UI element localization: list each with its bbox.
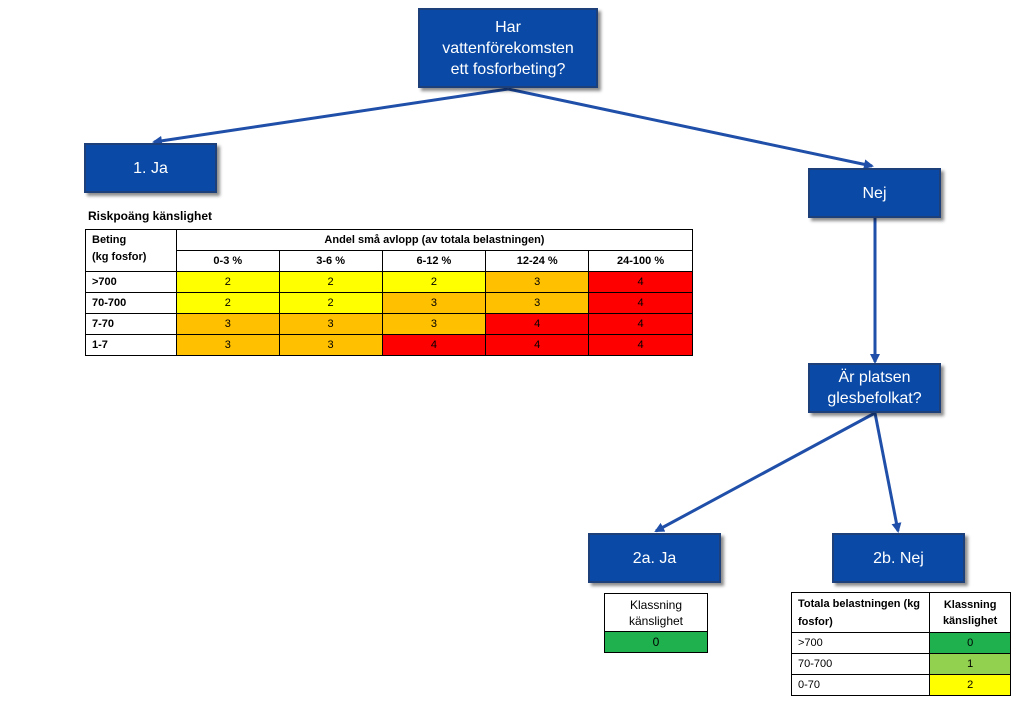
risk-row-label: 7-70 (85, 313, 177, 335)
risk-cell: 3 (175, 313, 280, 335)
risk-row-header: Beting (kg fosfor) (85, 229, 177, 272)
arrow-q2-to-no (873, 412, 902, 533)
risk-row: 7-70 3 3 3 4 4 (85, 313, 693, 335)
risk-cell: 2 (175, 271, 280, 293)
risk-row-header-line2: (kg fosfor) (92, 251, 147, 263)
risk-score-table: Beting (kg fosfor) Andel små avlopp (av … (85, 229, 694, 356)
classification-2b-value: 2 (929, 674, 1011, 696)
answer-yes-1-box: 1. Ja (84, 143, 217, 193)
classification-2b-label: 0-70 (790, 674, 931, 696)
risk-cell: 3 (175, 334, 280, 356)
risk-row: 70-700 2 2 3 3 4 (85, 292, 693, 314)
answer-2b-box: 2b. Nej (832, 533, 965, 583)
question-glesbefolkat-text: Är platsen glesbefolkat? (827, 369, 922, 407)
risk-cell: 3 (278, 334, 383, 356)
classification-2b-header-class: Klassning känslighet (929, 592, 1011, 633)
risk-row: 1-7 3 3 4 4 4 (85, 334, 693, 356)
classification-2b-header-load: Totala belastningen (kg fosfor) (790, 592, 931, 633)
classification-2b-value: 1 (929, 653, 1011, 675)
risk-row-label: 1-7 (85, 334, 177, 356)
classification-2b-row: >700 0 (790, 632, 1011, 654)
risk-col-header: 24-100 % (588, 250, 693, 272)
risk-cell: 4 (588, 334, 693, 356)
answer-2a-box: 2a. Ja (588, 533, 721, 583)
answer-no-1-box: Nej (808, 168, 941, 218)
classification-2b-row: 70-700 1 (790, 653, 1011, 675)
risk-cell: 4 (381, 334, 487, 356)
risk-col-header: 3-6 % (278, 250, 383, 272)
risk-cell: 3 (381, 292, 487, 314)
risk-cell: 4 (588, 271, 693, 293)
risk-cell: 4 (588, 292, 693, 314)
risk-table-title: Riskpoäng känslighet (88, 209, 213, 223)
risk-col-header: 6-12 % (381, 250, 487, 272)
risk-cell: 3 (381, 313, 487, 335)
classification-2b-label: >700 (790, 632, 931, 654)
risk-cell: 4 (588, 313, 693, 335)
classification-2b-value: 0 (929, 632, 1011, 654)
risk-cell: 2 (381, 271, 487, 293)
answer-no-1-text: Nej (862, 184, 887, 202)
risk-cell: 3 (485, 292, 590, 314)
risk-col-header: 0-3 % (175, 250, 280, 272)
risk-cell: 2 (278, 271, 383, 293)
risk-cell: 3 (485, 271, 590, 293)
answer-2b-text: 2b. Nej (873, 549, 924, 567)
risk-row-header-line1: Beting (92, 234, 127, 246)
question-glesbefolkat-box: Är platsen glesbefolkat? (808, 363, 941, 413)
classification-2b-label: 70-700 (790, 653, 931, 675)
risk-cell: 2 (278, 292, 383, 314)
risk-col-group-header: Andel små avlopp (av totala belastningen… (175, 229, 694, 251)
question-fosforbeting-box: Har vattenförekomsten ett fosforbeting? (418, 8, 598, 88)
risk-row-label: >700 (85, 271, 177, 293)
risk-cell: 4 (485, 334, 590, 356)
risk-cell: 2 (175, 292, 280, 314)
classification-table-2a: Klassning känslighet 0 (604, 593, 708, 653)
answer-yes-1-text: 1. Ja (133, 159, 168, 177)
risk-col-header: 12-24 % (485, 250, 590, 272)
risk-cell: 3 (278, 313, 383, 335)
risk-row-label: 70-700 (85, 292, 177, 314)
classification-table-2b: Totala belastningen (kg fosfor) Klassnin… (790, 592, 1011, 696)
arrow-q1-to-no (507, 87, 874, 170)
risk-cell: 4 (485, 313, 590, 335)
classification-2a-value: 0 (604, 631, 708, 653)
question-fosforbeting-text: Har vattenförekomsten ett fosforbeting? (442, 18, 574, 78)
answer-2a-text: 2a. Ja (632, 549, 677, 567)
classification-2a-header: Klassning känslighet (604, 593, 708, 632)
arrow-q2-to-yes (654, 411, 876, 533)
arrow-q1-to-yes (152, 87, 509, 146)
risk-row: >700 2 2 2 3 4 (85, 271, 693, 293)
classification-2b-row: 0-70 2 (790, 674, 1011, 696)
